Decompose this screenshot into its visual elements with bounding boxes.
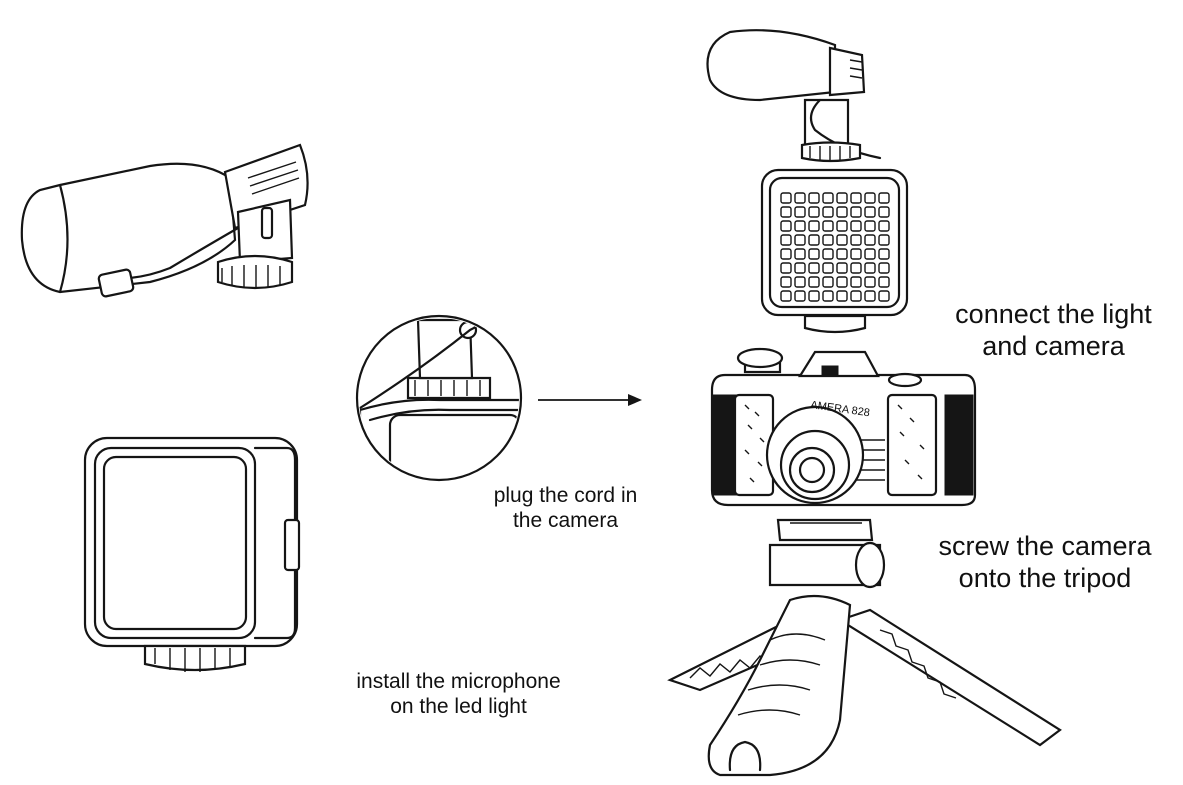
tripod [667, 518, 1062, 777]
label-plug-cord: plug the cord in the camera [493, 484, 638, 533]
microphone-top [706, 29, 882, 163]
camera: AMERA 828 [710, 347, 977, 507]
arrow-right-icon [538, 394, 642, 406]
led-light-left [83, 436, 301, 672]
label-install-microphone: install the microphone on the led light [356, 670, 561, 719]
led-light-right [760, 168, 909, 334]
cord-detail-magnifier [355, 314, 523, 482]
led-grid [780, 192, 890, 302]
shotgun-microphone [20, 143, 309, 298]
label-connect-light-camera: connect the light and camera [955, 299, 1152, 362]
label-screw-camera-tripod: screw the camera onto the tripod [938, 531, 1152, 594]
